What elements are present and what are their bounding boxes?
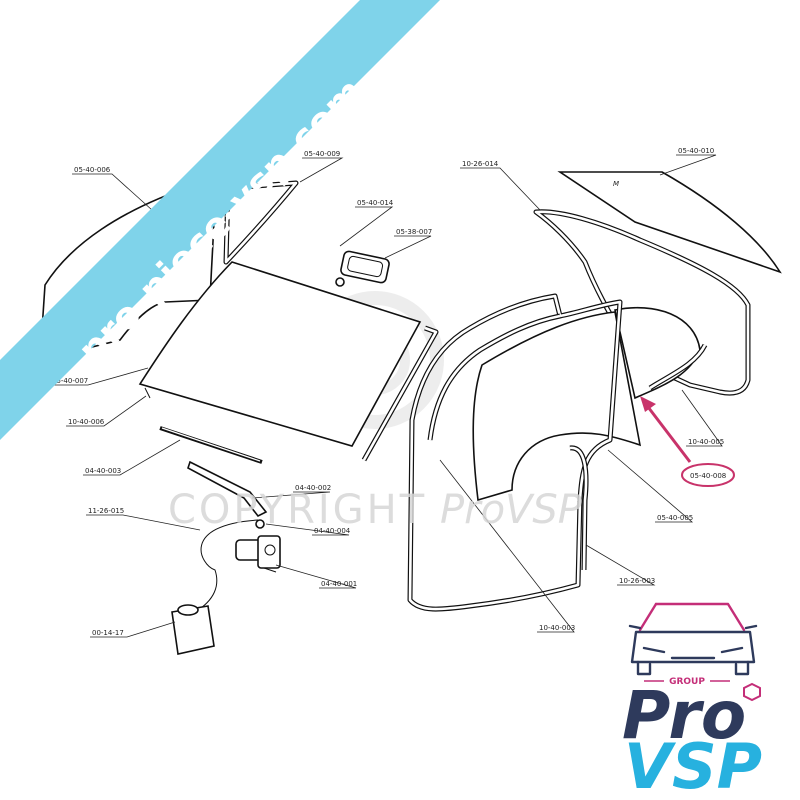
provsp-logo: GROUP Pro VSP: [622, 602, 762, 800]
part-door-glass-05-40-005: [472, 311, 642, 502]
part-wiper-blade-edge: [161, 427, 261, 462]
part-windshield-05-40-007: [138, 261, 422, 447]
part-labels: 05-40-006 05-40-009 05-40-014 05-38-007 …: [52, 147, 726, 637]
part-rear-seal-inner: [534, 210, 750, 395]
highlight-05-40-008: [640, 396, 735, 487]
part-quarter-glass-inner: [224, 181, 298, 264]
part-weatherstrip-inner: [569, 446, 588, 571]
logo-group-text: GROUP: [669, 677, 705, 687]
part-sensor-05-40-014: [335, 277, 345, 287]
part-fixed-glass-strip-inner: [649, 344, 707, 390]
leader-lines: [50, 154, 723, 638]
label-10-40-005: 10-40-005: [688, 438, 724, 446]
part-reservoir-00-14-17: [171, 604, 215, 655]
rear-window-marking: M: [613, 180, 619, 188]
part-washer-hose-11-26-015: [194, 519, 259, 613]
label-00-14-17: 00-14-17: [92, 629, 124, 637]
part-windshield-seal-inner: [362, 326, 438, 461]
watermark-brand: ProVSP: [440, 487, 583, 533]
label-04-40-003: 04-40-003: [85, 467, 121, 475]
part-rear-window-05-40-010: [557, 171, 782, 274]
part-mirror-inner: [347, 255, 384, 278]
part-nut-04-40-004: [255, 519, 265, 529]
logo-car-icon: [628, 602, 758, 676]
logo-hex-icon: [743, 682, 761, 702]
label-04-40-001: 04-40-001: [321, 580, 357, 588]
part-door-seal-inner: [408, 294, 622, 611]
label-10-26-014: 10-26-014: [462, 160, 499, 168]
part-wiper-motor-04-40-001: [235, 535, 281, 573]
logo-vsp-text: VSP: [624, 730, 762, 800]
part-mirror-05-38-007: [340, 250, 390, 284]
label-05-40-007: 05-40-007: [52, 377, 88, 385]
label-04-40-004: 04-40-004: [314, 527, 351, 535]
logo-pro-text: Pro: [622, 677, 746, 754]
label-05-40-010: 05-40-010: [678, 147, 714, 155]
label-04-40-002: 04-40-002: [295, 484, 331, 492]
part-wiper-arm-04-40-002: [187, 460, 268, 518]
label-05-40-005: 05-40-005: [657, 514, 693, 522]
label-05-40-014: 05-40-014: [357, 199, 394, 207]
label-11-26-015: 11-26-015: [88, 507, 124, 515]
label-05-40-006: 05-40-006: [74, 166, 111, 174]
copyright-watermark: COPYRIGHT ProVSP: [168, 487, 583, 533]
label-05-40-008: 05-40-008: [690, 472, 726, 480]
part-strip-10-40-006: [144, 387, 151, 399]
label-10-40-006: 10-40-006: [68, 418, 105, 426]
label-05-40-009: 05-40-009: [304, 150, 340, 158]
label-10-26-003: 10-26-003: [619, 577, 655, 585]
label-10-40-003: 10-40-003: [539, 624, 575, 632]
part-door-seal-inner-strip-fill: [428, 314, 561, 441]
label-05-38-007: 05-38-007: [396, 228, 432, 236]
watermark-copyright: COPYRIGHT: [168, 487, 427, 533]
